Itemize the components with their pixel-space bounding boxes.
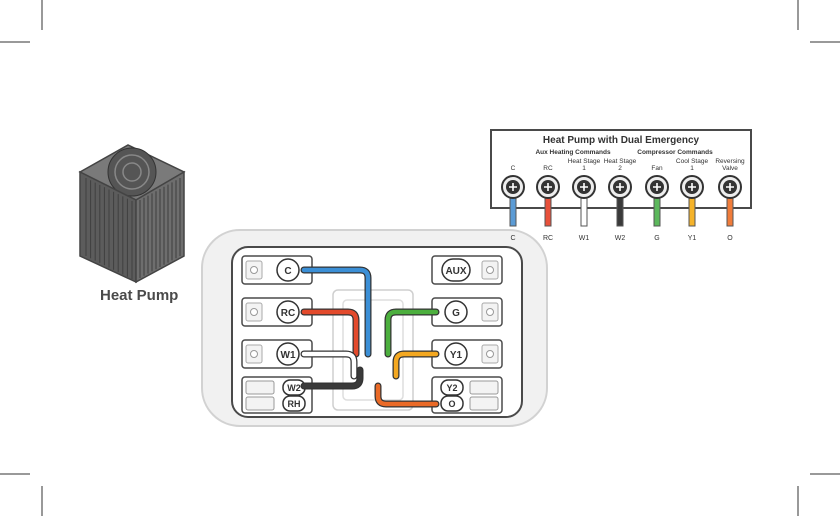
terminal-label: Y2 bbox=[446, 383, 457, 393]
legend-top-label: C bbox=[511, 165, 516, 172]
terminal-slot bbox=[246, 381, 274, 394]
legend-bottom-label: W2 bbox=[615, 235, 626, 242]
terminal-y1: Y1 bbox=[432, 340, 502, 368]
legend-bottom-label: RC bbox=[543, 235, 553, 242]
legend-bottom-label: C bbox=[510, 235, 515, 242]
legend-title: Heat Pump with Dual Emergency bbox=[543, 135, 700, 146]
wiring-legend: Heat Pump with Dual Emergency Aux Heatin… bbox=[491, 130, 751, 242]
terminal-g: G bbox=[432, 298, 502, 326]
legend-top-label: Fan bbox=[651, 165, 663, 172]
terminal-label: O bbox=[448, 399, 455, 409]
terminal-label: Y1 bbox=[450, 350, 463, 361]
terminal-pair: Y2O bbox=[432, 377, 502, 413]
legend-group-aux: Aux Heating Commands bbox=[535, 149, 611, 156]
terminal-slot bbox=[246, 397, 274, 410]
terminal-label: C bbox=[284, 266, 291, 277]
terminal-hole bbox=[251, 309, 258, 316]
legend-bottom-label: W1 bbox=[579, 235, 590, 242]
terminal-slot bbox=[470, 397, 498, 410]
heat-pump-illustration bbox=[80, 145, 184, 282]
legend-bottom-label: Y1 bbox=[688, 235, 697, 242]
terminal-hole bbox=[251, 267, 258, 274]
terminal-hole bbox=[487, 309, 494, 316]
terminal-hole bbox=[487, 351, 494, 358]
terminal-hole bbox=[487, 267, 494, 274]
terminal-label: AUX bbox=[445, 266, 466, 277]
legend-group-compressor: Compressor Commands bbox=[637, 149, 713, 156]
terminal-aux: AUX bbox=[432, 256, 502, 284]
terminal-hole bbox=[251, 351, 258, 358]
terminal-label: RH bbox=[288, 399, 301, 409]
terminal-label: G bbox=[452, 308, 460, 319]
terminal-label: W1 bbox=[281, 350, 296, 361]
terminal-slot bbox=[470, 381, 498, 394]
terminal-label: RC bbox=[281, 308, 295, 319]
legend-top-label: RC bbox=[543, 165, 553, 172]
heat-pump-label: Heat Pump bbox=[100, 287, 178, 304]
legend-bottom-label: O bbox=[727, 235, 733, 242]
terminal-label: W2 bbox=[287, 383, 301, 393]
legend-bottom-label: G bbox=[654, 235, 659, 242]
